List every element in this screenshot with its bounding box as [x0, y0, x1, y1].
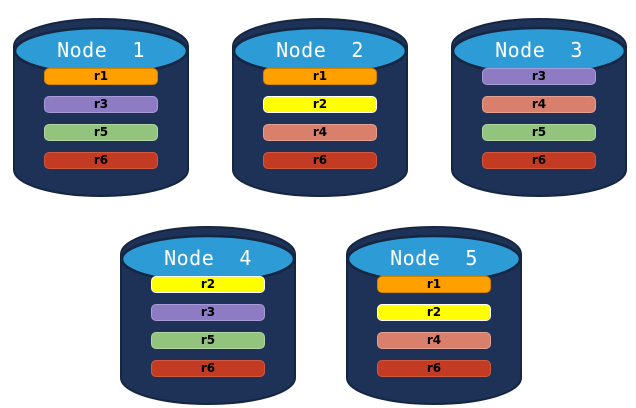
replica-bar: r1 [263, 68, 377, 85]
replica-label: r2 [426, 305, 442, 319]
replica-label: r6 [426, 361, 442, 375]
replica-label: r3 [93, 97, 109, 111]
replica-label: r1 [312, 69, 328, 83]
node-1: Node 1 r1 r3 r5 r6 [11, 10, 191, 200]
replica-bar: r6 [482, 152, 596, 169]
replica-list: r1 r3 r5 r6 [44, 68, 158, 180]
replica-label: r6 [531, 153, 547, 167]
replica-label: r3 [200, 305, 216, 319]
node-title: Node 5 [390, 246, 478, 270]
replica-label: r6 [312, 153, 328, 167]
replica-bar: r5 [482, 124, 596, 141]
node-title: Node 2 [276, 38, 364, 62]
replica-bar: r6 [151, 360, 265, 377]
replica-bar: r3 [151, 304, 265, 321]
node-4: Node 4 r2 r3 r5 r6 [118, 218, 298, 408]
replica-list: r2 r3 r5 r6 [151, 276, 265, 388]
node-title: Node 1 [57, 38, 145, 62]
node-title: Node 3 [495, 38, 583, 62]
replica-bar: r3 [44, 96, 158, 113]
replica-label: r4 [312, 125, 328, 139]
replica-bar: r3 [482, 68, 596, 85]
replica-bar: r6 [263, 152, 377, 169]
replica-label: r6 [200, 361, 216, 375]
replica-bar: r4 [377, 332, 491, 349]
replica-list: r1 r2 r4 r6 [263, 68, 377, 180]
replica-label: r3 [531, 69, 547, 83]
replica-label: r2 [200, 277, 216, 291]
replica-bar: r1 [44, 68, 158, 85]
replica-label: r4 [531, 97, 547, 111]
replica-label: r5 [531, 125, 547, 139]
replica-bar: r6 [377, 360, 491, 377]
replica-bar: r4 [263, 124, 377, 141]
replica-bar: r6 [44, 152, 158, 169]
replica-list: r1 r2 r4 r6 [377, 276, 491, 388]
replica-label: r4 [426, 333, 442, 347]
node-3: Node 3 r3 r4 r5 r6 [449, 10, 629, 200]
replica-list: r3 r4 r5 r6 [482, 68, 596, 180]
replica-bar: r2 [151, 276, 265, 293]
replica-label: r1 [93, 69, 109, 83]
replica-bar: r5 [44, 124, 158, 141]
replica-label: r5 [200, 333, 216, 347]
replica-bar: r1 [377, 276, 491, 293]
replica-bar: r2 [377, 304, 491, 321]
replica-label: r5 [93, 125, 109, 139]
replica-bar: r5 [151, 332, 265, 349]
replica-label: r2 [312, 97, 328, 111]
replica-bar: r2 [263, 96, 377, 113]
node-2: Node 2 r1 r2 r4 r6 [230, 10, 410, 200]
node-5: Node 5 r1 r2 r4 r6 [344, 218, 524, 408]
node-title: Node 4 [164, 246, 252, 270]
replica-label: r1 [426, 277, 442, 291]
replica-label: r6 [93, 153, 109, 167]
replica-bar: r4 [482, 96, 596, 113]
